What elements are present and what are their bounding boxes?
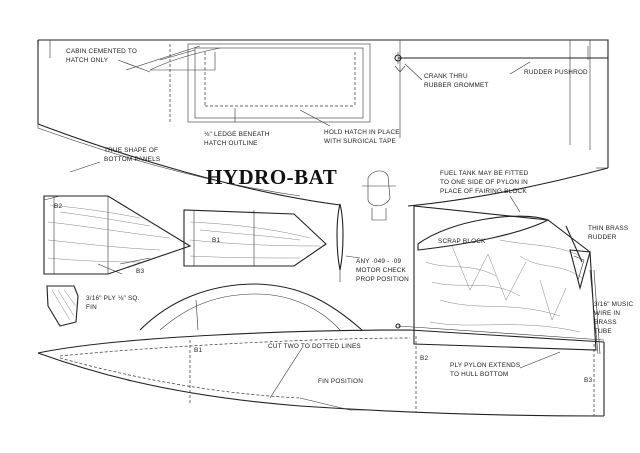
part-b1-hull: B1: [194, 347, 202, 354]
label-thin-brass-1: THIN BRASS: [588, 225, 628, 232]
label-fuel-tank-3: PLACE OF FAIRING BLOCK: [440, 188, 527, 195]
part-b1-panel: B1: [212, 237, 220, 244]
label-motor-3: PROP POSITION: [356, 276, 409, 283]
plan-title: HYDRO-BAT: [206, 165, 337, 189]
label-fuel-tank-2: TO ONE SIDE OF PYLON IN: [440, 179, 528, 186]
label-scrap-block: SCRAP BLOCK: [438, 238, 486, 245]
annotations: CABIN CEMENTED TO HATCH ONLY CRANK THRU …: [54, 48, 633, 385]
title-group: HYDRO-BAT: [206, 165, 337, 189]
label-rudder-pushrod: RUDDER PUSHROD: [524, 69, 588, 76]
label-hold-hatch-2: WITH SURGICAL TAPE: [324, 138, 396, 145]
label-true-shape-1: TRUE SHAPE OF: [104, 147, 158, 154]
motor-outline: [336, 170, 396, 282]
label-music-wire-3: BRASS: [594, 319, 617, 326]
label-ply-fin-2: FIN: [86, 304, 97, 311]
label-thin-brass-2: RUDDER: [588, 234, 617, 241]
label-ply-pylon-2: TO HULL BOTTOM: [450, 371, 508, 378]
label-ply-fin-1: 3/16" PLY: [86, 295, 116, 302]
label-cut-two: CUT TWO TO DOTTED LINES: [268, 343, 361, 350]
label-motor-2: MOTOR CHECK: [356, 267, 407, 274]
label-true-shape-2: BOTTOM PANELS: [104, 156, 160, 163]
part-b3-hull: B3: [584, 377, 592, 384]
part-b2-hull: B2: [420, 355, 428, 362]
label-fuel-tank-1: FUEL TANK MAY BE FITTED: [440, 170, 529, 177]
label-crank-2: RUBBER GROMMET: [424, 82, 489, 89]
label-sq: ⅛" SQ.: [118, 295, 140, 302]
label-crank-1: CRANK THRU: [424, 73, 468, 80]
label-cabin-2: HATCH ONLY: [66, 57, 109, 64]
hull-side-view: [37, 283, 605, 417]
pylon: [413, 205, 597, 351]
pushrod-assembly: [394, 46, 608, 73]
label-motor-1: ANY ·049 - ·09: [356, 258, 402, 265]
hatch-outline: [125, 43, 371, 123]
label-ply-pylon-1: PLY PYLON EXTENDS: [450, 362, 520, 369]
label-music-wire-4: TUBE: [594, 328, 612, 335]
brass-rudder: [565, 225, 601, 355]
label-music-wire-1: 3/16" MUSIC: [594, 301, 633, 308]
part-b3-panel: B3: [136, 268, 144, 275]
top-leaders: [69, 59, 531, 213]
label-cabin-1: CABIN CEMENTED TO: [66, 48, 137, 55]
label-music-wire-2: WIRE IN: [594, 310, 620, 317]
label-hold-hatch-1: HOLD HATCH IN PLACE: [324, 129, 400, 136]
label-fin-position: FIN POSITION: [318, 378, 363, 385]
part-b2-panel: B2: [54, 203, 62, 210]
label-ledge-1: ⅛" LEDGE BENEATH: [204, 131, 270, 138]
bottom-panels: [43, 195, 327, 327]
label-ledge-2: HATCH OUTLINE: [204, 140, 258, 147]
